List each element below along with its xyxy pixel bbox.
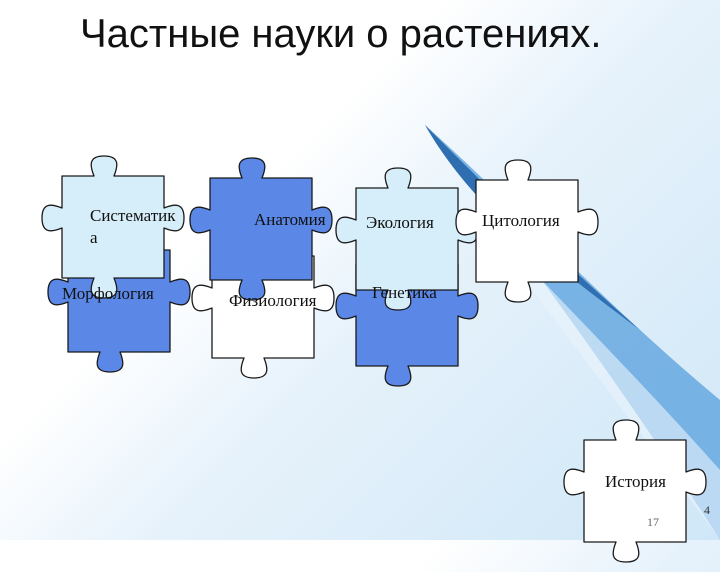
puzzle-piece-ekologiya xyxy=(335,167,479,311)
slide-title: Частные науки о растениях. xyxy=(80,12,602,56)
page-number: 17 xyxy=(647,515,659,529)
label-fiziologiya: Физиология xyxy=(229,291,317,310)
label-tsitologiya: Цитология xyxy=(482,211,560,230)
puzzle-piece-anatomiya xyxy=(189,157,333,301)
puzzle-piece-istoriya xyxy=(563,419,707,563)
label-istoriya: История xyxy=(605,472,666,491)
puzzle-piece-sistematika xyxy=(41,155,185,299)
puzzle-piece-tsitologiya xyxy=(455,159,599,303)
label-genetika: Генетика xyxy=(372,283,437,302)
decorative-swoosh xyxy=(425,125,720,540)
label-anatomiya: Анатомия xyxy=(254,210,326,229)
corner-mark: 4 xyxy=(704,503,710,517)
label-ekologiya: Экология xyxy=(366,213,434,232)
label-morfologiya: Морфология xyxy=(62,284,154,303)
label-sistematika-line2: а xyxy=(90,228,98,247)
label-sistematika-line1: Систематик xyxy=(90,206,176,225)
